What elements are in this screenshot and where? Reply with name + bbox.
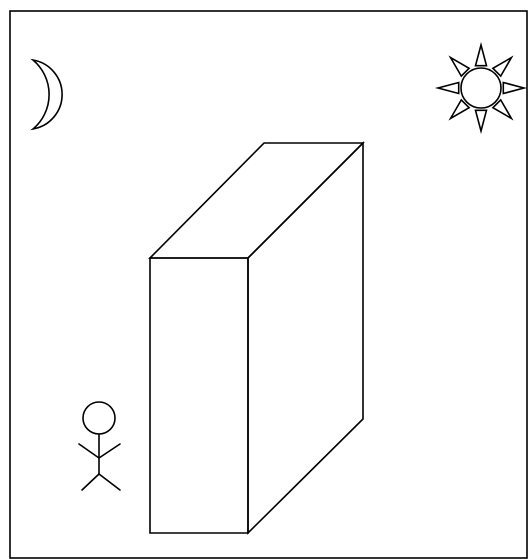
sun-icon: [434, 41, 528, 135]
sun-ray: [474, 109, 488, 135]
figure-head: [82, 401, 116, 435]
sun-ray: [502, 81, 528, 95]
figure-right-arm: [98, 443, 121, 459]
sun-ray: [434, 81, 460, 95]
box-side-face: [247, 141, 364, 535]
figure-right-leg: [98, 473, 121, 491]
sun-ray: [474, 41, 488, 67]
figure-left-arm: [78, 443, 100, 459]
sun-ray: [448, 55, 471, 78]
stick-figure: [78, 401, 121, 491]
sun-ray: [491, 55, 514, 78]
box-front-face: [149, 257, 249, 534]
moon-icon: [30, 58, 63, 131]
sun-disc: [460, 67, 502, 109]
figure-left-leg: [81, 473, 100, 491]
box-block: [148, 141, 365, 535]
box-top-face: [148, 142, 365, 259]
frame: [9, 10, 528, 559]
sun-ray: [491, 98, 514, 121]
sun-ray: [448, 98, 471, 121]
